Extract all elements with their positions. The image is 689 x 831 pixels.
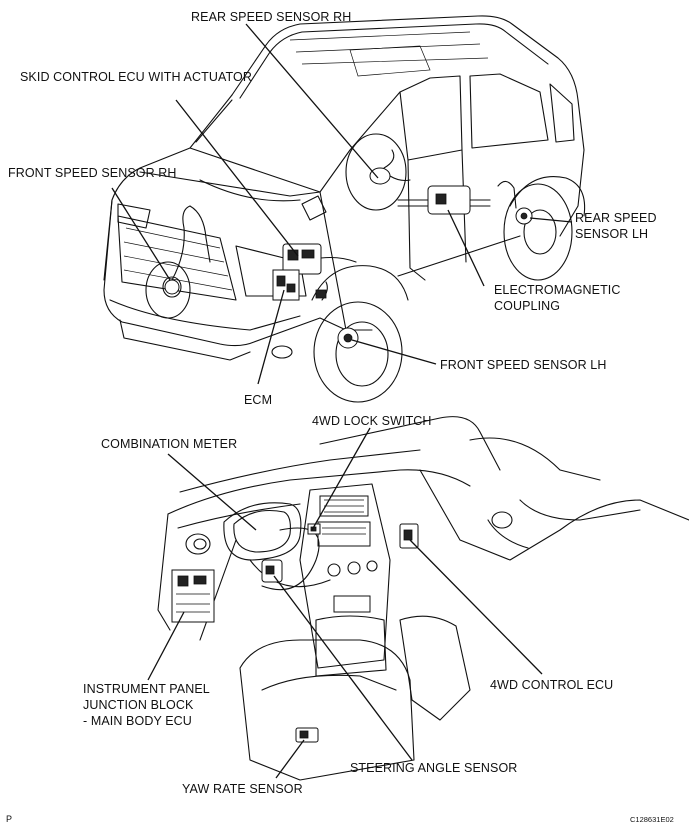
leader-lines bbox=[111, 23, 573, 779]
label-4wd-lock-switch: 4WD LOCK SWITCH bbox=[312, 414, 432, 428]
label-skid-control-ecu: SKID CONTROL ECU WITH ACTUATOR bbox=[20, 70, 252, 84]
label-4wd-control-ecu: 4WD CONTROL ECU bbox=[490, 678, 613, 692]
label-front-speed-sensor-rh: FRONT SPEED SENSOR RH bbox=[8, 166, 177, 180]
label-steering-angle-sensor: STEERING ANGLE SENSOR bbox=[350, 761, 517, 775]
label-electromagnetic-coupling-line2: COUPLING bbox=[494, 299, 560, 313]
label-rear-speed-sensor-rh: REAR SPEED SENSOR RH bbox=[191, 10, 351, 24]
vehicle-illustration bbox=[103, 15, 586, 403]
rear-speed-sensor-rh-part bbox=[369, 149, 411, 185]
label-front-speed-sensor-lh: FRONT SPEED SENSOR LH bbox=[440, 358, 607, 372]
label-ecm: ECM bbox=[244, 393, 272, 407]
skid-control-ecu-part bbox=[282, 243, 357, 275]
interior-illustration bbox=[157, 416, 689, 781]
label-instrument-panel-line1: INSTRUMENT PANEL bbox=[83, 682, 210, 696]
front-speed-sensor-lh-part bbox=[315, 281, 359, 349]
label-instrument-panel-line2: JUNCTION BLOCK bbox=[83, 698, 194, 712]
label-instrument-panel-line3: - MAIN BODY ECU bbox=[83, 714, 192, 728]
ecm-part bbox=[272, 269, 300, 301]
label-yaw-rate-sensor: YAW RATE SENSOR bbox=[182, 782, 303, 796]
label-rear-speed-sensor-lh-line1: REAR SPEED bbox=[575, 211, 657, 225]
label-rear-speed-sensor-lh-line2: SENSOR LH bbox=[575, 227, 648, 241]
label-combination-meter: COMBINATION METER bbox=[101, 437, 237, 451]
electromagnetic-coupling-part bbox=[427, 185, 491, 215]
label-electromagnetic-coupling-line1: ELECTROMAGNETIC bbox=[494, 283, 621, 297]
figure-code: C128631E02 bbox=[630, 815, 674, 824]
front-speed-sensor-rh-part bbox=[164, 205, 211, 295]
rear-speed-sensor-lh-part bbox=[497, 180, 533, 225]
page-mark: P bbox=[6, 814, 12, 824]
